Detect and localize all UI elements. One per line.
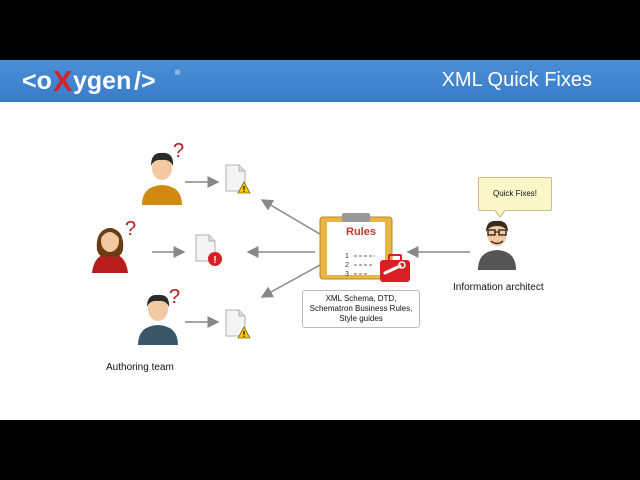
user-icon [138,294,178,345]
user-icon [92,228,128,273]
document-error-icon: ! [195,234,222,266]
slide: <o X ygen /> ® XML Quick Fixes ! [0,60,640,420]
rules-item-number: 3 [345,271,349,278]
rules-description-line: Style guides [339,314,383,323]
rules-description-line: Schematron Business Rules, [309,304,413,313]
toolbox-icon [380,254,410,282]
svg-text:!: ! [213,255,216,266]
rules-description-line: XML Schema, DTD, [325,294,397,303]
workflow-diagram: ! [92,152,516,345]
oxygen-logo: <o X ygen /> ® [22,66,181,98]
user-icon [478,220,516,270]
arrow-rules-to-bottom [260,264,321,298]
question-mark: ? [173,140,185,162]
slide-title: XML Quick Fixes [441,69,592,91]
information-architect-label: Information architect [453,282,544,293]
question-mark: ? [125,218,137,240]
authoring-team-label: Authoring team [106,362,174,373]
clipboard-icon: 1 2 3 [319,213,393,280]
user-icon [142,152,182,205]
svg-text:ygen: ygen [73,67,131,95]
header-bar: <o X ygen /> ® XML Quick Fixes [0,60,640,102]
question-mark: ? [169,286,181,308]
document-warning-icon [225,309,251,340]
rules-description-box: XML Schema, DTD, Schematron Business Rul… [302,290,420,328]
arrow-rules-to-top [260,199,331,241]
svg-text:<o: <o [22,67,52,95]
svg-text:X: X [53,66,73,98]
quick-fixes-bubble: Quick Fixes! [478,177,552,211]
svg-text:/>: /> [134,67,156,95]
document-warning-icon [225,164,251,195]
svg-text:®: ® [175,69,181,77]
bubble-tail-inner [495,209,505,216]
rules-item-number: 1 [345,253,349,260]
rules-title: Rules [346,226,376,238]
rules-item-number: 2 [345,262,349,269]
